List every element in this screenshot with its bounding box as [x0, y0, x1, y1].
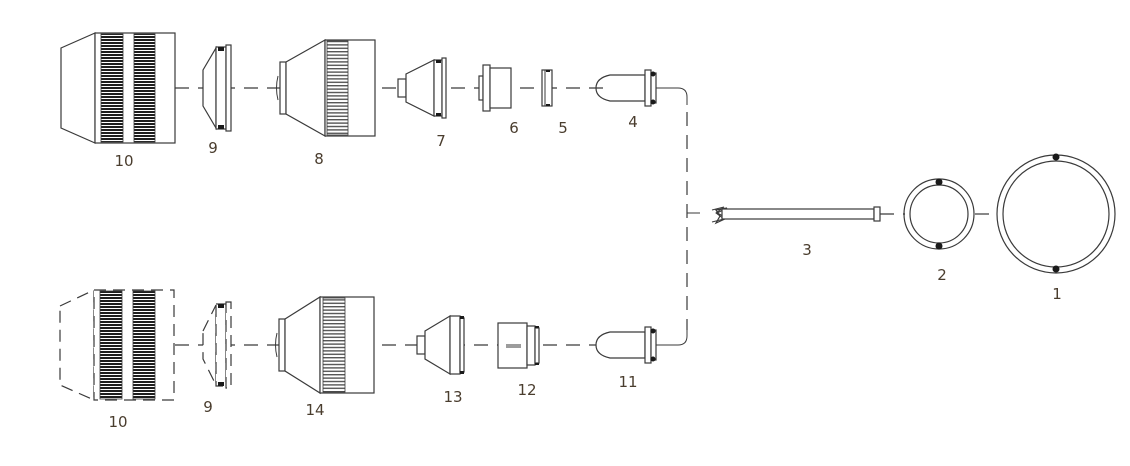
label-3: 3: [802, 241, 812, 259]
label-2: 2: [937, 266, 947, 284]
part-2: [903, 178, 975, 250]
label-14: 14: [305, 401, 324, 419]
label-1: 1: [1052, 285, 1062, 303]
label-8: 8: [314, 150, 324, 168]
part-3: [711, 206, 881, 225]
label-9-top: 9: [208, 139, 218, 157]
label-6: 6: [509, 119, 519, 137]
label-7: 7: [436, 132, 446, 150]
label-13: 13: [443, 388, 462, 406]
part-10-bottom: [59, 289, 175, 401]
label-5: 5: [558, 119, 568, 137]
part-6: [478, 64, 512, 112]
part-4: [595, 69, 688, 107]
part-11: [595, 326, 688, 364]
label-12: 12: [517, 381, 536, 399]
part-7: [397, 57, 447, 119]
part-1: [996, 153, 1116, 274]
part-9-top: [202, 44, 232, 132]
label-10-bottom: 10: [108, 413, 127, 431]
label-10-top: 10: [114, 152, 133, 170]
part-5: [541, 69, 553, 107]
label-4: 4: [628, 113, 638, 131]
part-12: [497, 322, 540, 369]
part-14: [275, 295, 375, 395]
part-9-bottom: [202, 301, 232, 389]
part-8: [276, 38, 376, 138]
label-11: 11: [618, 373, 637, 391]
label-9-bottom: 9: [203, 398, 213, 416]
part-10-top: [60, 32, 176, 144]
part-13: [416, 314, 465, 376]
